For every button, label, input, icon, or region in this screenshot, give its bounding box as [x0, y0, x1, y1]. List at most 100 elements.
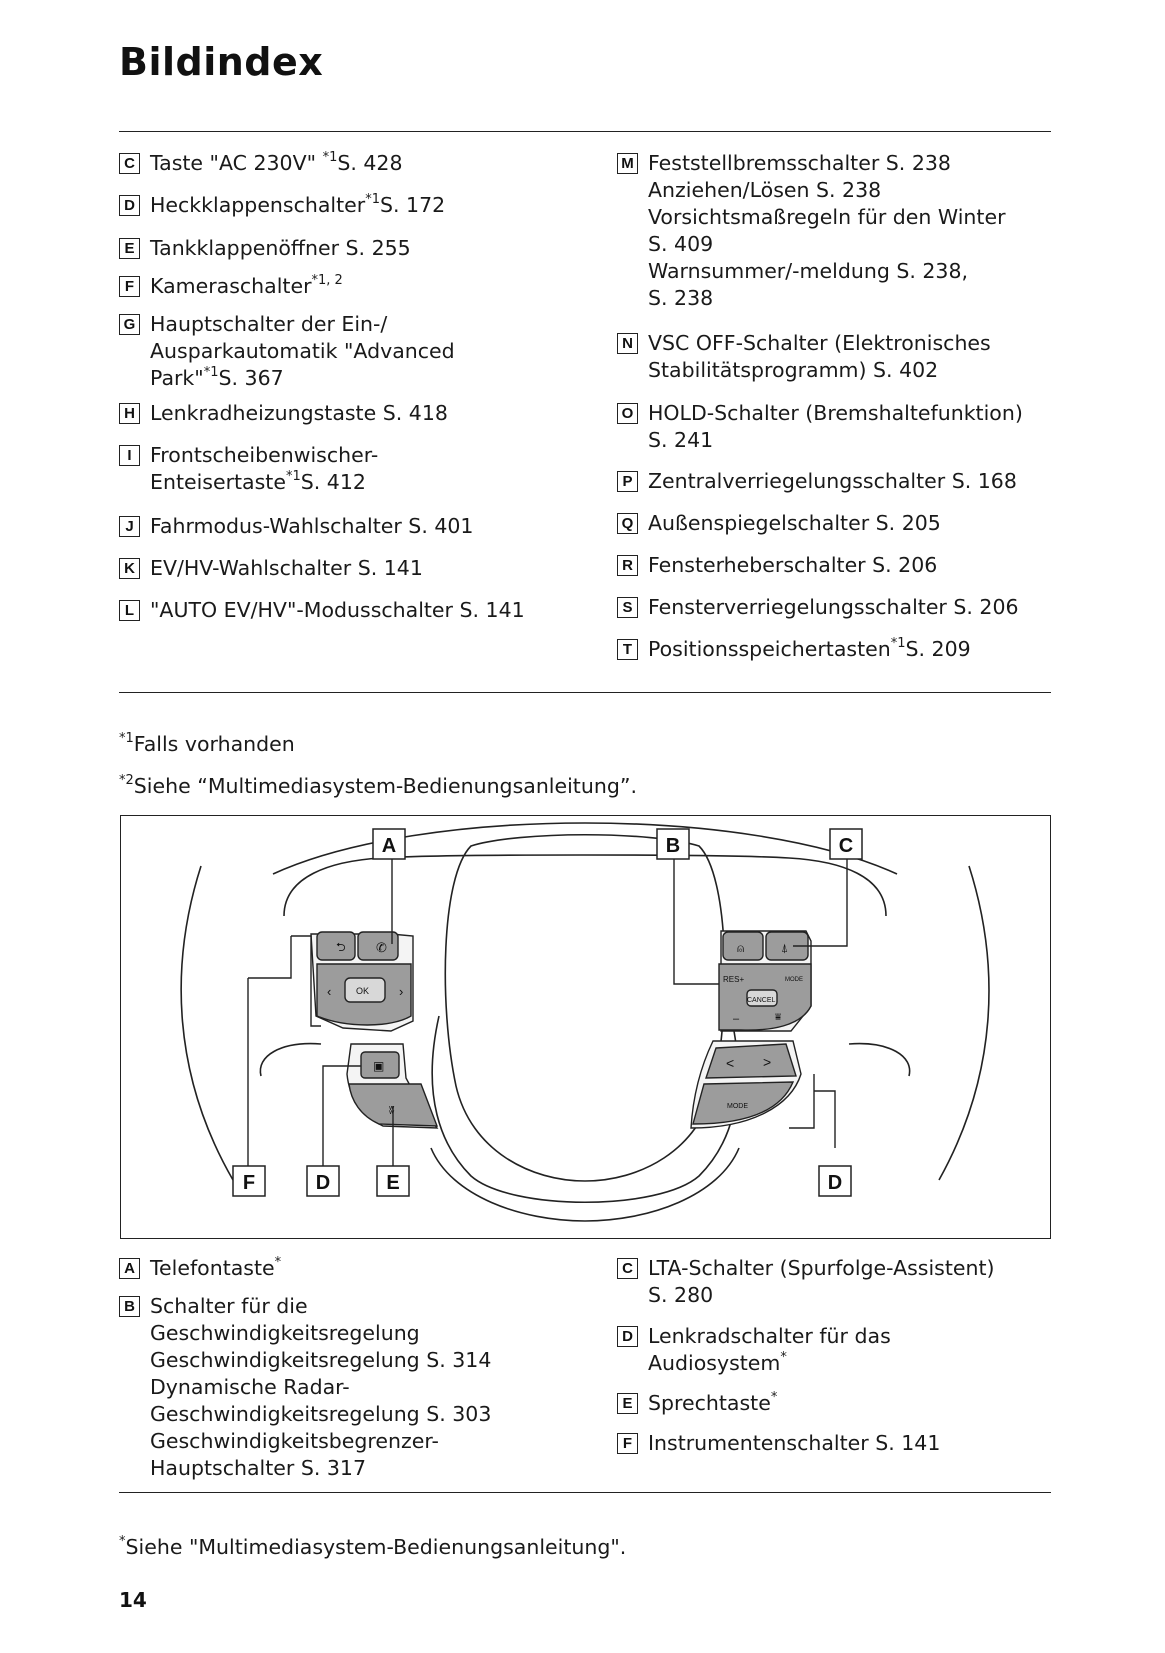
left-arrow-icon: ‹: [327, 984, 331, 999]
index-item-text-part: Geschwindigkeitsregelung: [150, 1321, 420, 1345]
svg-text:C: C: [839, 835, 853, 857]
index-item-text-part: S. 172: [380, 193, 446, 217]
index-item-text-part: S. 238: [648, 286, 714, 310]
middle-rule: [119, 692, 1051, 693]
index-item-line: Feststellbremsschalter S. 238: [648, 150, 1006, 177]
index-item-text: Kameraschalter*1, 2: [150, 273, 343, 300]
index-item-text-part: Hauptschalter der Ein-/: [150, 312, 388, 336]
index-item-text-part: S. 409: [648, 232, 714, 256]
index-item-text-part: Anziehen/Lösen S. 238: [648, 178, 882, 202]
page-title: Bildindex: [119, 40, 324, 84]
index-item-line: S. 280: [648, 1282, 995, 1309]
index-item-text-part: Kameraschalter: [150, 274, 312, 298]
callout-d-right: D: [818, 1165, 852, 1197]
index-letter-badge: O: [617, 403, 638, 424]
index-item-text-part: Hauptschalter S. 317: [150, 1456, 366, 1480]
footnote-mark: *1: [365, 192, 380, 208]
next-label: >: [763, 1054, 771, 1070]
index-item-line: Geschwindigkeitsregelung: [150, 1320, 491, 1347]
right-arrow-icon: ›: [399, 984, 403, 999]
index-item-line: Vorsichtsmaßregeln für den Winter: [648, 204, 1006, 231]
index-item-text-part: Taste "AC 230V": [150, 151, 323, 175]
index-item-text-part: EV/HV-Wahlschalter S. 141: [150, 556, 423, 580]
meter-button: [360, 1051, 400, 1079]
index-item-line: Frontscheibenwischer-: [150, 442, 378, 469]
footnote-mark: *: [770, 1390, 778, 1406]
index-item-text: Lenkradheizungstaste S. 418: [150, 400, 448, 427]
index-letter-badge: P: [617, 471, 638, 492]
index-letter-badge: R: [617, 555, 638, 576]
track-buttons: [705, 1043, 797, 1079]
index-item-text-part: Ausparkautomatik "Advanced: [150, 339, 455, 363]
ok-label: OK: [356, 986, 369, 996]
index-item-line: Geschwindigkeitsregelung S. 303: [150, 1401, 491, 1428]
index-item-line: Telefontaste*: [150, 1255, 281, 1282]
left-switch-cluster: [310, 931, 414, 1032]
index-item-line: HOLD-Schalter (Bremshaltefunktion): [648, 400, 1023, 427]
index-item-text: Fensterheberschalter S. 206: [648, 552, 937, 579]
index-item-text: Instrumentenschalter S. 141: [648, 1430, 940, 1457]
res-label: RES+: [723, 975, 744, 984]
index-item-text-part: HOLD-Schalter (Bremshaltefunktion): [648, 401, 1023, 425]
index-letter-badge: K: [119, 558, 140, 579]
phone-icon: ✆: [376, 940, 387, 955]
index-item-line: Heckklappenschalter*1S. 172: [150, 192, 445, 219]
index-letter-badge: M: [617, 153, 638, 174]
index-item-line: Warnsummer/-meldung S. 238,: [648, 258, 1006, 285]
cruise-icon: ⍝: [737, 941, 744, 955]
footnote-bottom: *Siehe "Multimediasystem-Bedienungsanlei…: [119, 1535, 626, 1559]
index-item-text: Hauptschalter der Ein-/ Ausparkautomatik …: [150, 311, 455, 392]
index-item-text: Telefontaste*: [150, 1255, 281, 1282]
index-item-text-part: Feststellbremsschalter S. 238: [648, 151, 951, 175]
footnote-1: *1Falls vorhanden: [119, 732, 295, 756]
right-lower-switch: [690, 1040, 802, 1129]
callout-d-left: D: [306, 1165, 340, 1197]
index-item-text-part: S. 241: [648, 428, 714, 452]
index-letter-badge: D: [119, 195, 140, 216]
index-item-text: EV/HV-Wahlschalter S. 141: [150, 555, 423, 582]
footnote-1-text: Falls vorhanden: [133, 732, 295, 756]
mode-small-label: MODE: [785, 977, 803, 983]
index-item-text-part: Geschwindigkeitsbegrenzer-: [150, 1429, 439, 1453]
svg-text:D: D: [828, 1172, 842, 1194]
svg-text:E: E: [386, 1172, 399, 1194]
index-item: D Heckklappenschalter*1S. 172: [119, 192, 445, 219]
index-item-text-part: Fensterverriegelungsschalter S. 206: [648, 595, 1019, 619]
index-letter-badge: S: [617, 597, 638, 618]
index-item-line: S. 238: [648, 285, 1006, 312]
index-item: K EV/HV-Wahlschalter S. 141: [119, 555, 423, 582]
lower-spoke-inner: [430, 1147, 740, 1222]
index-letter-badge: A: [119, 1258, 140, 1279]
index-letter-badge: L: [119, 600, 140, 621]
index-item-text: Fahrmodus-Wahlschalter S. 401: [150, 513, 473, 540]
index-item-text-part: S. 280: [648, 1283, 714, 1307]
index-item: A Telefontaste*: [119, 1255, 281, 1282]
index-letter-badge: F: [617, 1433, 638, 1454]
index-letter-badge: B: [119, 1296, 140, 1317]
index-item-line: Fahrmodus-Wahlschalter S. 401: [150, 513, 473, 540]
meter-icon: ▣: [373, 1059, 384, 1073]
callout-c: C: [829, 828, 863, 860]
index-item-text: Fensterverriegelungsschalter S. 206: [648, 594, 1019, 621]
index-letter-badge: N: [617, 333, 638, 354]
left-lower-switch: [346, 1043, 439, 1129]
index-item: R Fensterheberschalter S. 206: [617, 552, 937, 579]
wheel-rim-right: [938, 865, 990, 1181]
footnote-mark: *1, 2: [311, 273, 343, 289]
svg-text:F: F: [243, 1172, 255, 1194]
footnote-mark: *1: [890, 636, 906, 652]
